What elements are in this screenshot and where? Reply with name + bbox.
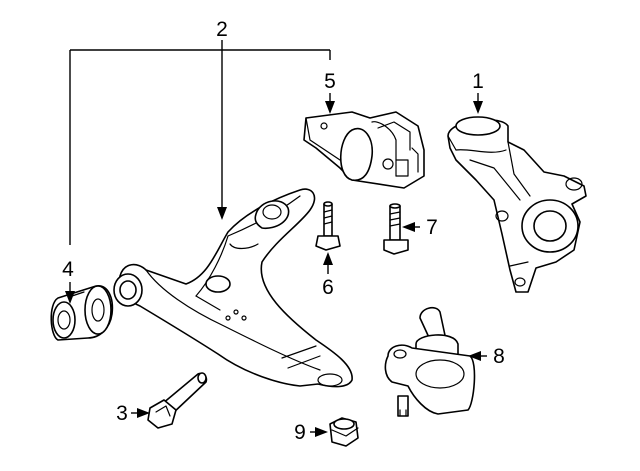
callout-6-leader bbox=[323, 252, 333, 274]
steering-knuckle bbox=[447, 116, 587, 293]
control-arm bbox=[113, 188, 353, 388]
callout-8: 8 bbox=[493, 345, 505, 368]
bolt bbox=[147, 372, 208, 429]
callout-7-leader bbox=[402, 222, 420, 232]
callout-2: 2 bbox=[216, 18, 228, 41]
callout-1-leader bbox=[473, 93, 483, 114]
callout-1: 1 bbox=[472, 70, 484, 93]
callout-9-leader bbox=[310, 427, 328, 437]
rear-bushing bbox=[303, 111, 425, 189]
bushing-bolt bbox=[383, 203, 409, 255]
callout-2-leader bbox=[69, 40, 331, 245]
callout-3-leader bbox=[131, 408, 150, 418]
arm-bolt bbox=[315, 201, 341, 251]
callout-6: 6 bbox=[322, 276, 334, 299]
callout-5: 5 bbox=[324, 70, 336, 93]
front-bushing bbox=[50, 285, 114, 341]
nut bbox=[329, 417, 359, 447]
callout-4-leader bbox=[65, 282, 75, 304]
callout-4: 4 bbox=[62, 258, 74, 281]
callout-3: 3 bbox=[116, 402, 128, 425]
callout-8-leader bbox=[468, 351, 487, 361]
callout-9: 9 bbox=[294, 421, 306, 444]
callout-7: 7 bbox=[426, 216, 438, 239]
ball-joint bbox=[384, 306, 476, 417]
callout-5-leader bbox=[325, 93, 335, 114]
